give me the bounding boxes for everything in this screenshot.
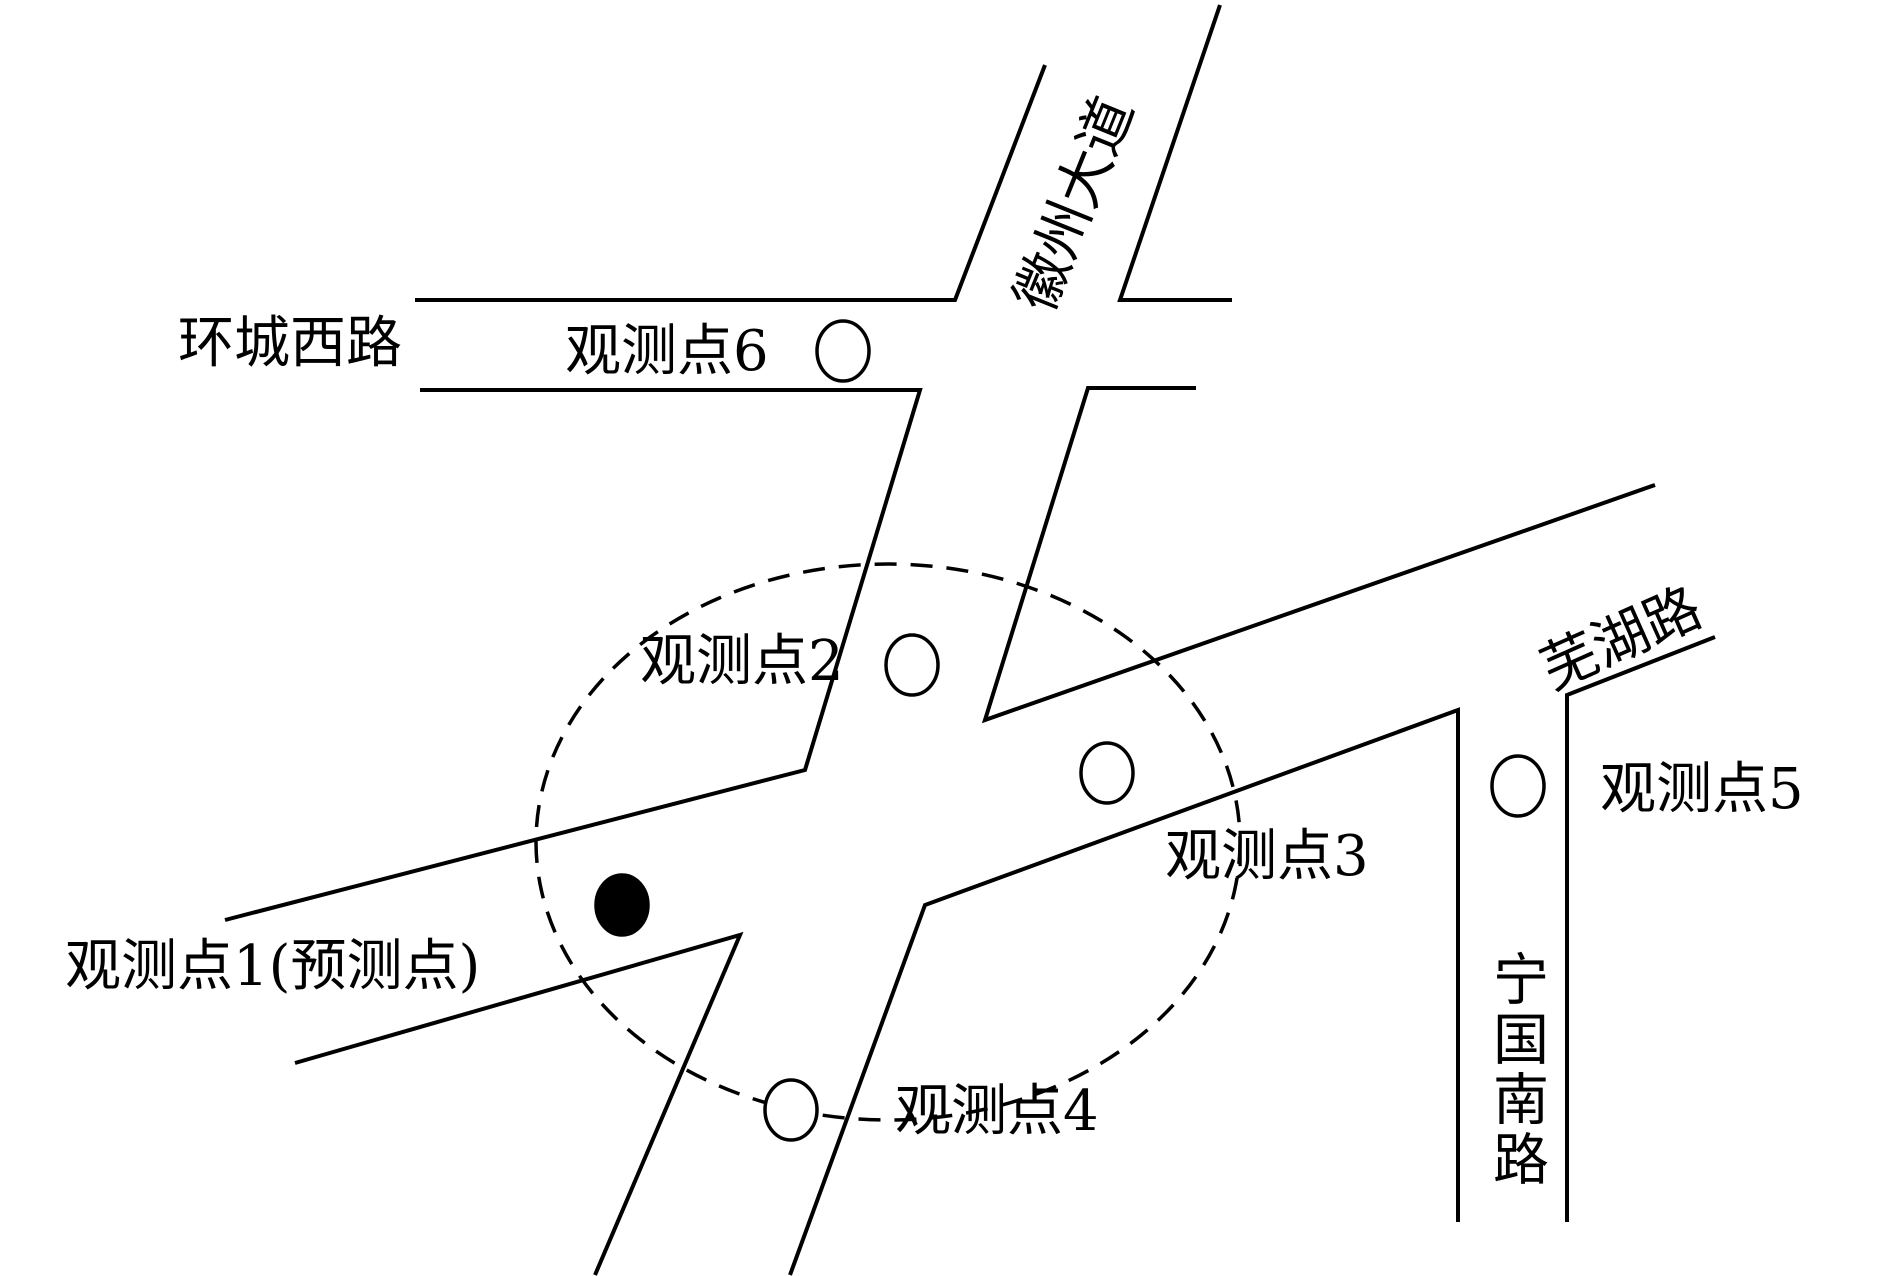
observation-point-2-marker[interactable] [884, 633, 940, 697]
road-label-huancheng-west: 环城西路 [178, 311, 402, 376]
observation-point-3-marker[interactable] [1079, 741, 1135, 805]
station-label-2: 观测点2 [640, 629, 844, 694]
ningguo-south-road [1565, 635, 1716, 1222]
station-label-1-prediction: 观测点1(预测点) [65, 934, 480, 999]
huizhou-avenue-west-edge-north [415, 64, 1047, 302]
ningguo-south-east-edge [1565, 635, 1716, 1222]
station-label-3: 观测点3 [1165, 824, 1369, 889]
station-label-4: 观测点4 [895, 1079, 1099, 1144]
huizhou-avenue-east-edge-middle [981, 386, 1656, 724]
road-label-wuhu: 芜湖路 [1531, 575, 1711, 703]
prediction-point-1-marker[interactable] [594, 873, 650, 937]
observation-point-4-marker[interactable] [763, 1078, 819, 1142]
huizhou-avenue-east-edge-south [788, 707, 1460, 1276]
observation-point-5-marker[interactable] [1490, 754, 1546, 818]
road-label-ningguo-south: 宁国南路 [1484, 950, 1549, 1190]
station-label-5: 观测点5 [1600, 757, 1804, 822]
huizhou-avenue-west-edge-middle [224, 388, 923, 922]
huizhou-avenue-road [224, 4, 1656, 1276]
huizhou-avenue-west-edge-south [294, 931, 744, 1276]
station-label-6: 观测点6 [565, 319, 769, 384]
huizhou-avenue-east-edge-north [1117, 4, 1232, 302]
observation-point-6-marker[interactable] [815, 319, 871, 383]
study-area-boundary [534, 562, 1242, 1122]
